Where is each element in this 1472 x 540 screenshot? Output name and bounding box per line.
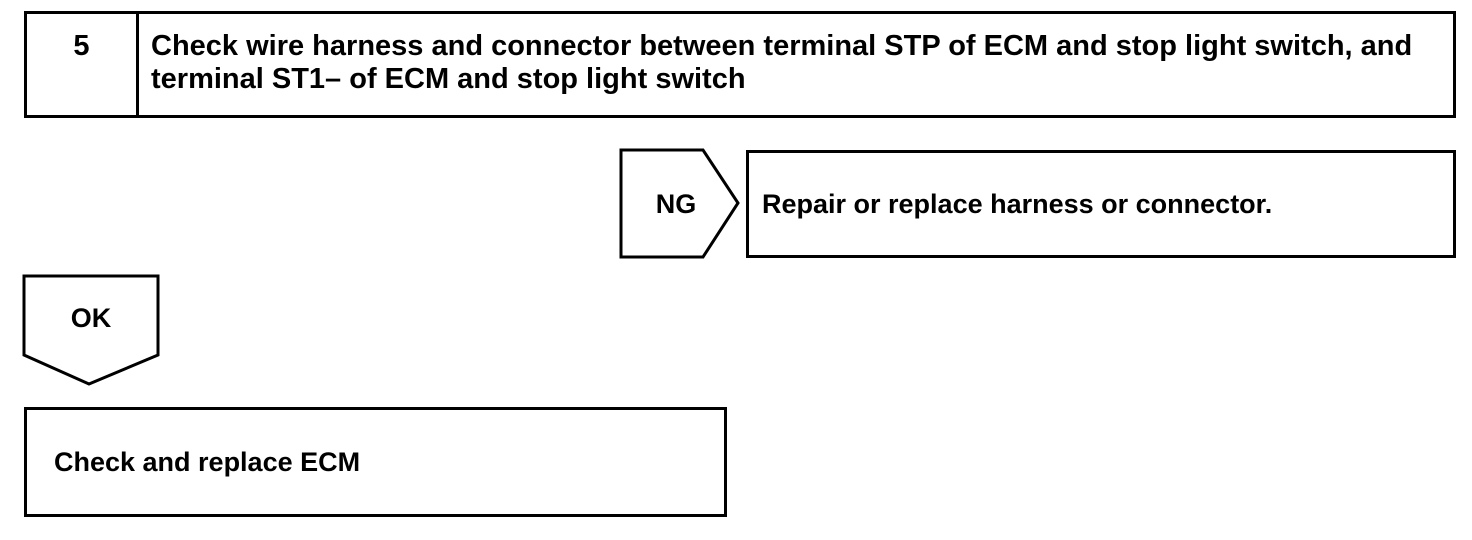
ok-arrow-icon (22, 274, 160, 386)
step-box (24, 11, 1456, 118)
ok-result-text: Check and replace ECM (54, 447, 361, 477)
ng-result-text: Repair or replace harness or connector. (762, 189, 1273, 219)
ng-arrow-icon (619, 148, 740, 259)
step-divider (136, 11, 139, 118)
ng-label: NG (655, 189, 697, 219)
step-number: 5 (73, 30, 90, 62)
step-title: Check wire harness and connector between… (151, 30, 1413, 95)
ng-result-box (746, 150, 1456, 258)
ok-result-box (24, 407, 727, 517)
ok-label: OK (70, 303, 112, 333)
